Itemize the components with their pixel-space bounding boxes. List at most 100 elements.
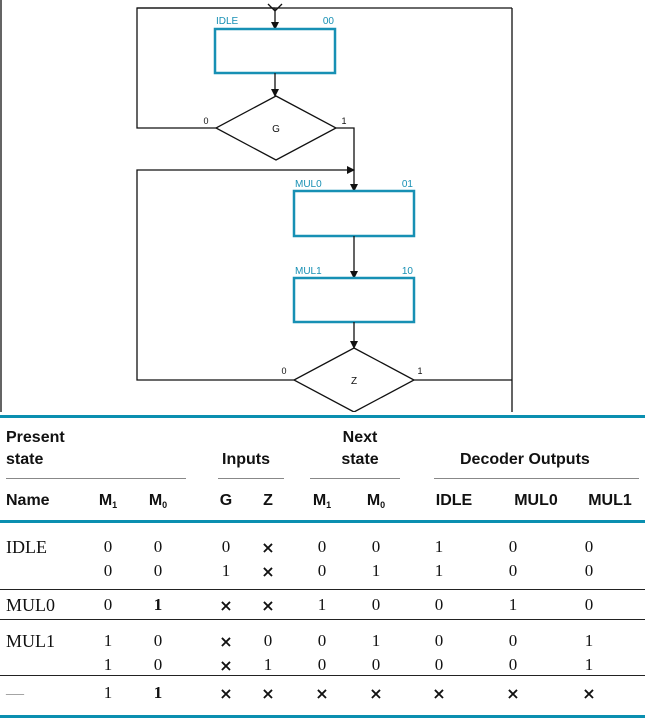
col-header-next-m1: M1 — [310, 492, 334, 510]
group-rule-next-state — [310, 478, 400, 479]
col-header-m0: M0 — [146, 492, 170, 510]
decision-g-true-label: 1 — [341, 116, 346, 126]
col-header-mul1: MUL1 — [588, 492, 632, 509]
cell-m1: 1 — [103, 655, 113, 674]
cell-mul0: 0 — [508, 537, 518, 556]
cell-g: × — [219, 632, 233, 651]
state-box-mul1 — [292, 276, 416, 324]
group-header-present-state-line2: state — [6, 451, 44, 468]
decision-g-false-label: 0 — [203, 116, 208, 126]
header-bottom-rule — [0, 520, 645, 523]
state-code-mul0: 01 — [402, 179, 414, 190]
cell-nm1: 0 — [317, 561, 327, 580]
group-header-decoder-outputs: Decoder Outputs — [460, 451, 590, 468]
arrow-z-false-loop — [136, 166, 355, 381]
col-header-z: Z — [263, 492, 273, 509]
group-rule-decoder-outputs — [434, 478, 639, 479]
cell-nm0: 1 — [371, 631, 381, 650]
state-code-mul1: 10 — [402, 266, 414, 277]
cell-nm1: 0 — [317, 631, 327, 650]
col-header-next-m1-text: M — [312, 492, 327, 509]
cell-mul0: 0 — [508, 631, 518, 650]
row-divider-mul0-mul1 — [0, 619, 645, 620]
group-header-next-state-line1: Next — [342, 429, 378, 446]
cell-mul0: 0 — [508, 655, 518, 674]
cell-g: × — [219, 656, 233, 675]
cell-idle: 1 — [434, 561, 444, 580]
state-name-mul1: MUL1 — [295, 266, 322, 277]
table-bottom-rule — [0, 715, 645, 718]
cell-idle: 1 — [434, 537, 444, 556]
cell-m0: 0 — [153, 631, 163, 650]
state-box-idle — [213, 27, 337, 75]
col-header-m1: M1 — [96, 492, 120, 510]
group-header-next-state-line2: state — [341, 451, 379, 468]
state-name-mul0: MUL0 — [295, 179, 322, 190]
group-header-present-state-line1: Present — [6, 429, 65, 446]
col-header-m1-text: M — [98, 492, 113, 509]
decision-diamond-z — [292, 347, 416, 412]
cell-idle: 0 — [434, 655, 444, 674]
decision-z-false-label: 0 — [281, 366, 286, 376]
table-top-rule — [0, 415, 645, 418]
group-rule-inputs — [218, 478, 284, 479]
state-box-mul0 — [292, 189, 416, 238]
cell-g: 0 — [221, 537, 231, 556]
row-divider-idle-mul0 — [0, 589, 645, 590]
col-header-m0-sub: 0 — [162, 500, 168, 510]
group-header-inputs: Inputs — [222, 451, 270, 468]
cell-idle: 0 — [434, 631, 444, 650]
cell-mul0: × — [506, 684, 520, 703]
row-state-name: MUL0 — [6, 595, 55, 615]
cell-g: × — [219, 684, 233, 703]
cell-nm1: 1 — [317, 595, 327, 614]
cell-m1: 0 — [103, 537, 113, 556]
cell-mul1: 0 — [584, 537, 594, 556]
cell-mul1: 0 — [584, 561, 594, 580]
col-header-next-m1-sub: 1 — [326, 500, 332, 510]
cell-mul1: 1 — [584, 655, 594, 674]
cell-g: 1 — [221, 561, 231, 580]
cell-z: × — [261, 684, 275, 703]
cell-m0: 1 — [153, 683, 163, 702]
cell-mul1: 1 — [584, 631, 594, 650]
cell-mul1: × — [582, 684, 596, 703]
col-header-g: G — [219, 492, 233, 509]
cell-z: × — [261, 596, 275, 615]
col-header-next-m0-sub: 0 — [380, 500, 386, 510]
cell-idle: × — [432, 684, 446, 703]
group-rule-present-state — [6, 478, 186, 479]
cell-nm0: 1 — [371, 561, 381, 580]
cell-nm1: 0 — [317, 655, 327, 674]
state-name-idle: IDLE — [216, 16, 239, 27]
col-header-idle: IDLE — [435, 492, 473, 509]
cell-m1: 0 — [103, 561, 113, 580]
state-table: Present state Inputs Next state Decoder … — [0, 412, 651, 722]
state-code-idle: 00 — [323, 16, 335, 27]
cell-z: 1 — [263, 655, 273, 674]
row-state-name: MUL1 — [6, 631, 55, 651]
arrow-g-true-to-mul0 — [336, 127, 358, 192]
cell-g: × — [219, 596, 233, 615]
row-state-name: — — [6, 683, 24, 703]
col-header-mul0: MUL0 — [514, 492, 558, 509]
col-header-m0-text: M — [148, 492, 163, 509]
cell-m0: 1 — [153, 595, 163, 614]
cell-z: × — [261, 538, 275, 557]
col-header-m1-sub: 1 — [112, 500, 118, 510]
row-state-name: IDLE — [6, 537, 47, 557]
cell-z: × — [261, 562, 275, 581]
entry-arrowhead-top — [267, 3, 283, 12]
decision-label-z: Z — [351, 376, 357, 387]
cell-nm0: 0 — [371, 595, 381, 614]
arrow-g-false-loop — [136, 7, 275, 129]
cell-nm0: 0 — [371, 537, 381, 556]
cell-nm0: 0 — [371, 655, 381, 674]
cell-mul1: 0 — [584, 595, 594, 614]
cell-idle: 0 — [434, 595, 444, 614]
cell-m0: 0 — [153, 537, 163, 556]
decision-z-true-label: 1 — [417, 366, 422, 376]
cell-m0: 0 — [153, 561, 163, 580]
asm-chart: IDLE 00 G 0 1 MUL0 01 MUL1 10 Z 0 1 — [0, 0, 513, 412]
col-header-next-m0-text: M — [366, 492, 381, 509]
